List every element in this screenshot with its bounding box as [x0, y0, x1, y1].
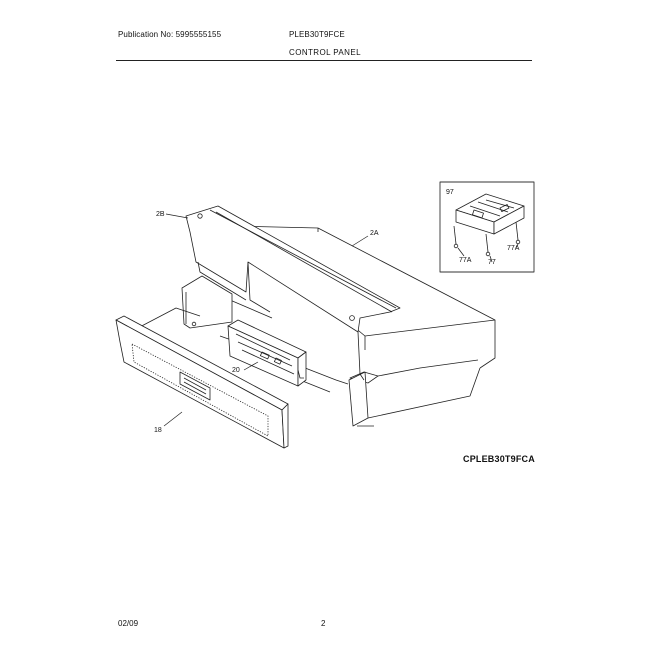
callout-97: 97 — [446, 189, 454, 196]
part-20-control-board — [227, 319, 307, 387]
header-rule — [116, 60, 532, 61]
callout-77a-right: 77A — [507, 245, 520, 252]
callout-77a-left: 77A — [459, 257, 472, 264]
model-number: PLEB30T9FCE — [289, 30, 345, 39]
callout-2b: 2B — [156, 211, 165, 218]
callout-2a: 2A — [370, 230, 379, 237]
part-2b-top-cover — [185, 205, 401, 381]
part-18-front-panel — [115, 315, 289, 449]
section-title: CONTROL PANEL — [289, 48, 361, 57]
publication-number: Publication No: 5995555155 — [118, 30, 222, 39]
callout-77: 77 — [488, 259, 496, 266]
left-bracket — [181, 275, 233, 329]
diagram-code: CPLEB30T9FCA — [463, 454, 535, 464]
callout-18: 18 — [154, 427, 162, 434]
callout-20: 20 — [232, 367, 240, 374]
inset-part-97 — [439, 181, 535, 273]
page-number: 2 — [321, 619, 326, 628]
leader-lines — [163, 213, 369, 427]
footer-date: 02/09 — [118, 619, 139, 628]
